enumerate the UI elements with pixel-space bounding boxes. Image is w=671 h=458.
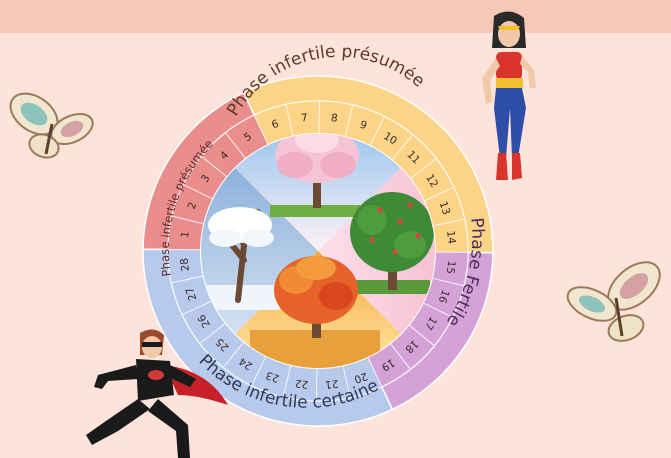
- day-number: 15: [444, 260, 458, 275]
- day-number: 22: [294, 377, 309, 391]
- heroine-running-icon: [78, 325, 238, 458]
- butterfly-left-icon: [4, 84, 99, 169]
- day-number: 28: [179, 257, 192, 272]
- heroine-standing-icon: [474, 8, 544, 188]
- day-number: 21: [324, 377, 339, 390]
- day-number: 14: [444, 230, 457, 245]
- day-number: 7: [300, 112, 308, 125]
- butterfly-right-icon: [560, 252, 670, 352]
